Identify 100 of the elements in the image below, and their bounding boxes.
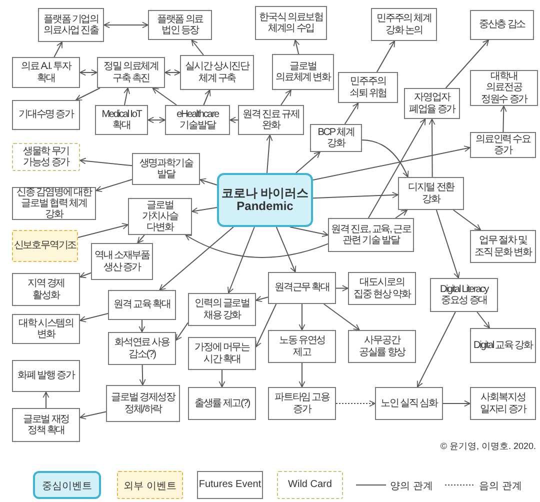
- arrow: [191, 40, 204, 56]
- arrow: [203, 90, 211, 106]
- event-box: [106, 385, 180, 422]
- arrow: [298, 362, 306, 388]
- arrow: [76, 88, 100, 100]
- event-box: [328, 218, 414, 252]
- arrow: [200, 178, 218, 186]
- event-box: [188, 337, 256, 370]
- arrow: [80, 313, 108, 322]
- arrow: [255, 304, 277, 348]
- arrow: [230, 116, 238, 124]
- arrow: [500, 106, 507, 132]
- central-event-box: [217, 173, 313, 227]
- event-text: 인력의 글로벌 채용 강화: [193, 298, 251, 321]
- event-text: Digital Literacy 중요성 증대: [439, 284, 490, 306]
- event-text: 원격 진료, 교육, 근로 관련 기술 발달: [331, 224, 411, 246]
- event-text: 플랫폼 의료 법인 등장: [156, 14, 204, 36]
- event-text: 플랫폼 기업의 의료사업 진출: [42, 14, 100, 36]
- event-text: 지역 경제 활성화: [26, 278, 66, 301]
- arrow: [312, 146, 470, 181]
- arrow: [344, 102, 359, 124]
- event-box: [165, 105, 230, 135]
- event-text: 원격 진료 규제 완화: [242, 108, 300, 132]
- legend-text: 음의 관계: [479, 480, 522, 493]
- event-box: [272, 54, 334, 90]
- wild-card-box: [12, 143, 80, 171]
- arrow: [96, 179, 132, 192]
- arrow: [312, 192, 398, 199]
- event-text: 노동 유연성 제고: [278, 335, 326, 358]
- event-box: [470, 10, 534, 40]
- arrow: [323, 304, 360, 330]
- event-box: [91, 243, 153, 280]
- event-box: [470, 328, 536, 363]
- event-text: 중산층 감소: [478, 19, 526, 31]
- event-box: [128, 198, 192, 235]
- event-box: [12, 314, 80, 344]
- event-text: 의료인력 수요 증가: [474, 134, 532, 156]
- event-box: [348, 330, 416, 363]
- event-box: [97, 57, 165, 88]
- arrow: [442, 400, 470, 407]
- event-text: Medical IoT 확대: [100, 108, 143, 132]
- arrow: [428, 118, 436, 178]
- event-text: 출생률 제고(?): [194, 398, 250, 410]
- event-text: 대학 시스템의 변화: [17, 318, 75, 340]
- event-text: 의료 A.I. 투자 확대: [20, 61, 72, 84]
- event-box: [12, 57, 80, 88]
- event-box: [180, 55, 254, 90]
- event-text: 생명과학기술 발달: [138, 158, 194, 180]
- event-text: 화석연료 사용 감소(?): [113, 337, 171, 360]
- arrow: [124, 88, 130, 106]
- arrow: [80, 272, 92, 278]
- arrow: [280, 90, 292, 106]
- event-box: [375, 387, 443, 420]
- event-text: 대도시로의 집중 현상 약화: [352, 277, 412, 300]
- arrow: [139, 364, 146, 386]
- arrow: [137, 234, 145, 244]
- event-box: [268, 330, 336, 363]
- event-text: 파트타임 고용 증가: [273, 392, 331, 415]
- arrow: [436, 210, 460, 278]
- arrow: [445, 40, 490, 88]
- event-box: [95, 105, 148, 135]
- legend-text: 중심이벤트: [41, 480, 93, 493]
- event-box: [470, 230, 536, 263]
- event-box: [148, 10, 212, 40]
- event-box: [188, 387, 256, 420]
- event-box: [132, 153, 200, 185]
- arrow: [336, 285, 348, 292]
- arrow: [395, 210, 408, 218]
- event-text: 정밀 의료체계 구축 촉진: [102, 61, 160, 84]
- event-text: 실시간 상시진단 체계 구축: [184, 61, 250, 84]
- event-text: BCP 체계 강화: [316, 126, 356, 150]
- event-text: 민주주의 체계 강화 논의: [375, 13, 433, 36]
- arrow: [476, 312, 490, 328]
- event-box: [108, 332, 176, 365]
- arrow: [218, 370, 226, 388]
- event-text: 역내 소재부품 생산 증가: [94, 250, 150, 273]
- event-box: [470, 132, 536, 158]
- arrow: [289, 226, 328, 237]
- arrow: [104, 22, 148, 28]
- event-box: [12, 100, 80, 130]
- arrow: [293, 40, 300, 54]
- event-text: 원격근무 확대: [274, 282, 330, 294]
- event-box: [470, 387, 536, 420]
- arrow: [176, 322, 188, 341]
- event-text: 코로나 바이러스 Pandemic: [221, 186, 309, 214]
- arrow: [276, 226, 296, 272]
- event-text: 업무 절차 및 조직 문화 변화: [474, 235, 533, 258]
- event-text: 디지털 전환 강화: [406, 182, 456, 205]
- legend-text: 양의 관계: [390, 480, 433, 493]
- event-box: [348, 272, 416, 305]
- arrow: [266, 134, 273, 174]
- arrow: [192, 207, 218, 214]
- arrow: [148, 116, 166, 124]
- arrow: [159, 226, 234, 290]
- event-box: [12, 360, 80, 392]
- event-text: eHealthcare 기술발달: [176, 108, 220, 132]
- event-text: 한국식 의료보험 체계의 수입: [258, 12, 324, 34]
- event-text: 민주주의 쇠퇴 위험: [348, 76, 388, 99]
- event-box: [371, 8, 437, 41]
- event-text: 자영업자 폐업율 증가: [408, 92, 457, 115]
